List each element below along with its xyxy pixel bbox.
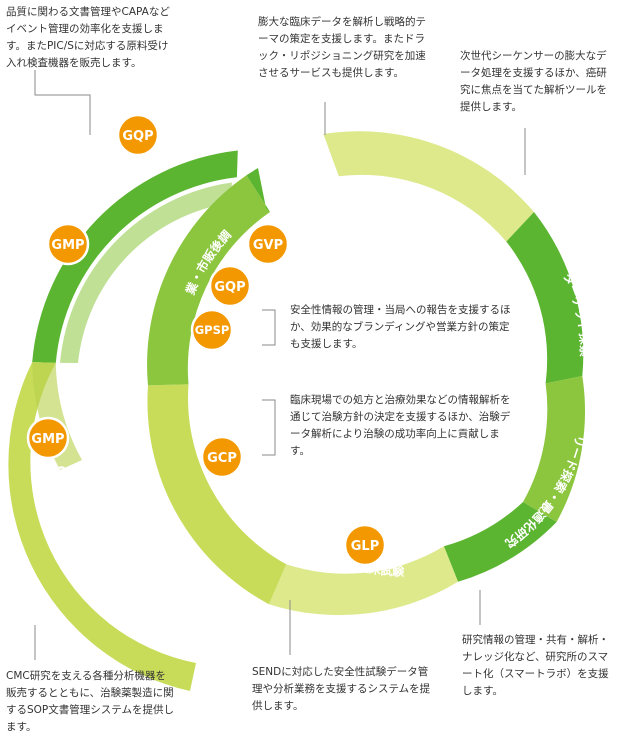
badge-gqp-outer: GQP xyxy=(116,113,160,157)
outer-lower-arc xyxy=(8,362,196,691)
badge-glp: GLP xyxy=(343,523,387,567)
svg-text:GQP: GQP xyxy=(122,129,153,144)
outer-lower-arc-shade xyxy=(32,362,82,470)
svg-text:GQP: GQP xyxy=(214,280,245,295)
badge-gvp: GVP xyxy=(246,222,290,266)
outer-upper-arc-inner xyxy=(60,182,232,363)
svg-text:GMP: GMP xyxy=(31,432,64,447)
segment-lead xyxy=(523,376,586,522)
segment-target xyxy=(506,212,584,384)
svg-text:GCP: GCP xyxy=(207,451,237,466)
segment-postmarket-edge xyxy=(246,168,270,212)
desc-send: SENDに対応した安全性試験データ管理や分析業務を支援するシステムを提供します。 xyxy=(252,666,431,712)
badge-gqp-inner: GQP xyxy=(208,264,252,308)
inner-ring xyxy=(147,131,586,616)
segment-clinical xyxy=(147,384,287,605)
desc-lab: 研究情報の管理・共有・解析・ナレッジ化など、研究所のスマート化（スマートラボ）を… xyxy=(462,634,609,697)
badges: GQP GMP GMP GVP GQP GPSP GCP GLP xyxy=(26,113,387,567)
segment-nonclinical xyxy=(268,546,458,616)
badge-gpsp: GPSP xyxy=(190,308,234,352)
leader-lines xyxy=(34,70,526,660)
svg-text:GMP: GMP xyxy=(51,238,84,253)
segment-lead-dark xyxy=(443,502,557,582)
badge-gmp-outer-bottom: GMP xyxy=(26,416,70,460)
desc-cmc: CMC研究を支える各種分析機器を販売するとともに、治験薬製造に関するSOP文書管… xyxy=(6,670,174,733)
segment-postmarket xyxy=(147,175,270,386)
desc-clinical: 臨床現場での処方と治療効果などの情報解析を通じて治験方針の決定を支援するほか、治… xyxy=(290,394,511,457)
svg-text:GPSP: GPSP xyxy=(195,323,230,337)
desc-postmarket: 安全性情報の管理・当局への報告を支援するほか、効果的なブランディングや営業方針の… xyxy=(290,304,511,350)
svg-text:GVP: GVP xyxy=(253,238,283,253)
desc-qms: 品質に関わる文書管理やCAPAなどイベント管理の効率化を支援します。またPIC/… xyxy=(6,6,170,69)
label-cmc: CMC・治験薬製造 xyxy=(53,465,104,563)
desc-theme: 膨大な臨床データを解析し戦略的テーマの策定を支援します。またドラック・リポジショ… xyxy=(258,16,426,79)
segment-theme xyxy=(323,131,534,242)
badge-gmp-outer-top: GMP xyxy=(46,222,90,266)
svg-text:GLP: GLP xyxy=(351,539,379,554)
desc-target: 次世代シーケンサーの膨大なデータ処理を支援するほか、癌研究に焦点を当てた解析ツー… xyxy=(460,50,607,113)
badge-gcp: GCP xyxy=(200,435,244,479)
